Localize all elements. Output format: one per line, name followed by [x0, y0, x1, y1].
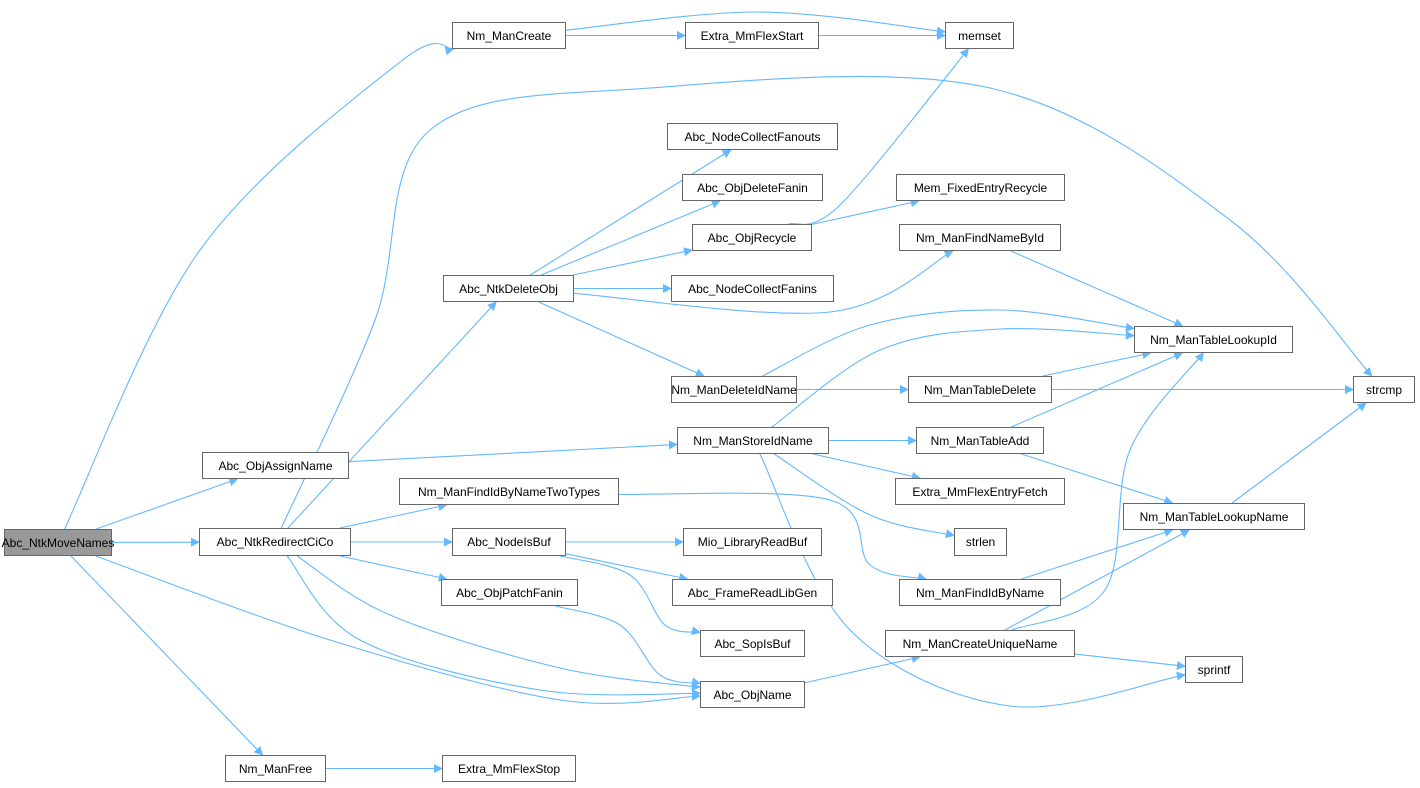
- node-extra-mm-flex-entry-fetch[interactable]: Extra_MmFlexEntryFetch: [895, 478, 1065, 505]
- edge-nm-man-store-id-name-to-extra-mm-flex-entry-fetch: [812, 453, 921, 481]
- edge-abc-ntk-delete-obj-to-abc-obj-delete-fanin: [540, 199, 721, 276]
- edge-nm-man-table-lookup-name-to-strcmp: [1231, 402, 1367, 504]
- edge-abc-ntk-redirect-ci-co-to-abc-obj-name: [296, 555, 701, 691]
- edge-nm-man-table-add-to-nm-man-table-lookup-name: [1021, 453, 1174, 505]
- node-abc-obj-patch-fanin[interactable]: Abc_ObjPatchFanin: [441, 579, 578, 606]
- edge-abc-ntk-delete-obj-to-abc-obj-recycle: [572, 247, 693, 276]
- edge-nm-man-find-name-by-id-to-nm-man-table-lookup-id: [1010, 250, 1184, 327]
- edge-abc-ntk-move-names-to-nm-man-create: [64, 43, 455, 530]
- node-abc-obj-delete-fanin[interactable]: Abc_ObjDeleteFanin: [682, 174, 823, 201]
- node-extra-mm-flex-stop[interactable]: Extra_MmFlexStop: [442, 755, 576, 782]
- node-abc-obj-recycle[interactable]: Abc_ObjRecycle: [692, 224, 812, 251]
- edge-abc-ntk-redirect-ci-co-to-nm-man-find-id-by-name-two-types: [339, 502, 448, 529]
- edge-abc-ntk-delete-obj-to-nm-man-delete-id-name: [538, 301, 705, 377]
- node-nm-man-table-delete[interactable]: Nm_ManTableDelete: [908, 376, 1052, 403]
- edge-nm-man-store-id-name-to-nm-man-table-lookup-id: [771, 328, 1135, 428]
- edge-abc-ntk-redirect-ci-co-to-strcmp: [280, 75, 1373, 529]
- node-abc-obj-name[interactable]: Abc_ObjName: [700, 681, 805, 708]
- node-nm-man-table-add[interactable]: Nm_ManTableAdd: [916, 427, 1044, 454]
- edge-nm-man-create-unique-name-to-nm-man-table-lookup-id: [1011, 352, 1204, 631]
- edge-abc-ntk-move-names-to-nm-man-free: [70, 555, 264, 756]
- node-abc-ntk-move-names[interactable]: Abc_NtkMoveNames: [2, 529, 114, 556]
- edge-abc-ntk-move-names-to-abc-obj-assign-name: [95, 477, 239, 530]
- edge-abc-node-is-buf-to-abc-sop-is-buf: [560, 555, 701, 636]
- edge-abc-ntk-redirect-ci-co-to-abc-ntk-delete-obj: [287, 301, 497, 529]
- edge-abc-obj-name-to-nm-man-create-unique-name: [804, 654, 921, 684]
- node-abc-frame-read-lib-gen[interactable]: Abc_FrameReadLibGen: [672, 579, 833, 606]
- edge-nm-man-store-id-name-to-strlen: [773, 453, 955, 538]
- node-nm-man-create[interactable]: Nm_ManCreate: [452, 22, 566, 49]
- node-strlen[interactable]: strlen: [954, 528, 1007, 556]
- edge-abc-ntk-move-names-to-abc-obj-name: [95, 555, 701, 704]
- node-nm-man-table-lookup-name[interactable]: Nm_ManTableLookupName: [1123, 503, 1305, 530]
- node-abc-node-collect-fanouts[interactable]: Abc_NodeCollectFanouts: [667, 123, 838, 150]
- edge-nm-man-table-delete-to-nm-man-table-lookup-id: [1042, 350, 1152, 377]
- edge-abc-ntk-redirect-ci-co-to-abc-obj-patch-fanin: [339, 555, 448, 582]
- edge-abc-obj-patch-fanin-to-abc-obj-name: [555, 605, 701, 687]
- node-memset[interactable]: memset: [945, 22, 1014, 49]
- node-abc-ntk-delete-obj[interactable]: Abc_NtkDeleteObj: [443, 275, 574, 302]
- edge-abc-ntk-redirect-ci-co-to-abc-obj-name: [286, 555, 701, 698]
- edge-nm-man-find-id-by-name-two-types-to-nm-man-find-id-by-name: [618, 492, 927, 582]
- edge-abc-ntk-delete-obj-to-abc-node-collect-fanouts: [529, 149, 732, 276]
- node-extra-mm-flex-start[interactable]: Extra_MmFlexStart: [685, 22, 819, 49]
- edge-nm-man-find-id-by-name-to-nm-man-table-lookup-name: [1021, 528, 1174, 580]
- node-abc-node-collect-fanins[interactable]: Abc_NodeCollectFanins: [671, 275, 834, 302]
- edge-nm-man-delete-id-name-to-nm-man-table-lookup-id: [762, 309, 1135, 377]
- edge-abc-node-is-buf-to-abc-frame-read-lib-gen: [565, 553, 689, 582]
- edge-nm-man-create-unique-name-to-nm-man-table-lookup-name: [1004, 529, 1190, 631]
- edge-nm-man-create-to-memset: [565, 11, 946, 36]
- node-nm-man-store-id-name[interactable]: Nm_ManStoreIdName: [677, 427, 829, 454]
- node-nm-man-free[interactable]: Nm_ManFree: [225, 755, 326, 782]
- edge-nm-man-table-add-to-nm-man-table-lookup-id: [1010, 352, 1184, 428]
- node-abc-ntk-redirect-ci-co[interactable]: Abc_NtkRedirectCiCo: [199, 528, 351, 556]
- node-nm-man-table-lookup-id[interactable]: Nm_ManTableLookupId: [1134, 326, 1293, 353]
- node-nm-man-find-id-by-name[interactable]: Nm_ManFindIdByName: [899, 579, 1061, 606]
- edge-abc-ntk-delete-obj-to-nm-man-find-name-by-id: [573, 250, 954, 314]
- edge-abc-obj-recycle-to-mem-fixed-entry-recycle: [811, 198, 920, 225]
- node-strcmp[interactable]: strcmp: [1353, 376, 1415, 403]
- edge-abc-obj-assign-name-to-nm-man-store-id-name: [348, 440, 678, 463]
- node-abc-obj-assign-name[interactable]: Abc_ObjAssignName: [202, 452, 349, 479]
- edge-nm-man-create-unique-name-to-sprintf: [1074, 653, 1186, 670]
- node-mio-library-read-buf[interactable]: Mio_LibraryReadBuf: [683, 528, 822, 556]
- node-abc-sop-is-buf[interactable]: Abc_SopIsBuf: [700, 630, 805, 657]
- node-nm-man-find-id-by-name-two-types[interactable]: Nm_ManFindIdByNameTwoTypes: [399, 478, 619, 505]
- node-nm-man-delete-id-name[interactable]: Nm_ManDeleteIdName: [671, 376, 797, 403]
- node-sprintf[interactable]: sprintf: [1185, 656, 1243, 683]
- node-nm-man-find-name-by-id[interactable]: Nm_ManFindNameById: [899, 224, 1061, 251]
- node-nm-man-create-unique-name[interactable]: Nm_ManCreateUniqueName: [885, 630, 1075, 657]
- node-mem-fixed-entry-recycle[interactable]: Mem_FixedEntryRecycle: [896, 174, 1065, 201]
- node-abc-node-is-buf[interactable]: Abc_NodeIsBuf: [452, 528, 566, 556]
